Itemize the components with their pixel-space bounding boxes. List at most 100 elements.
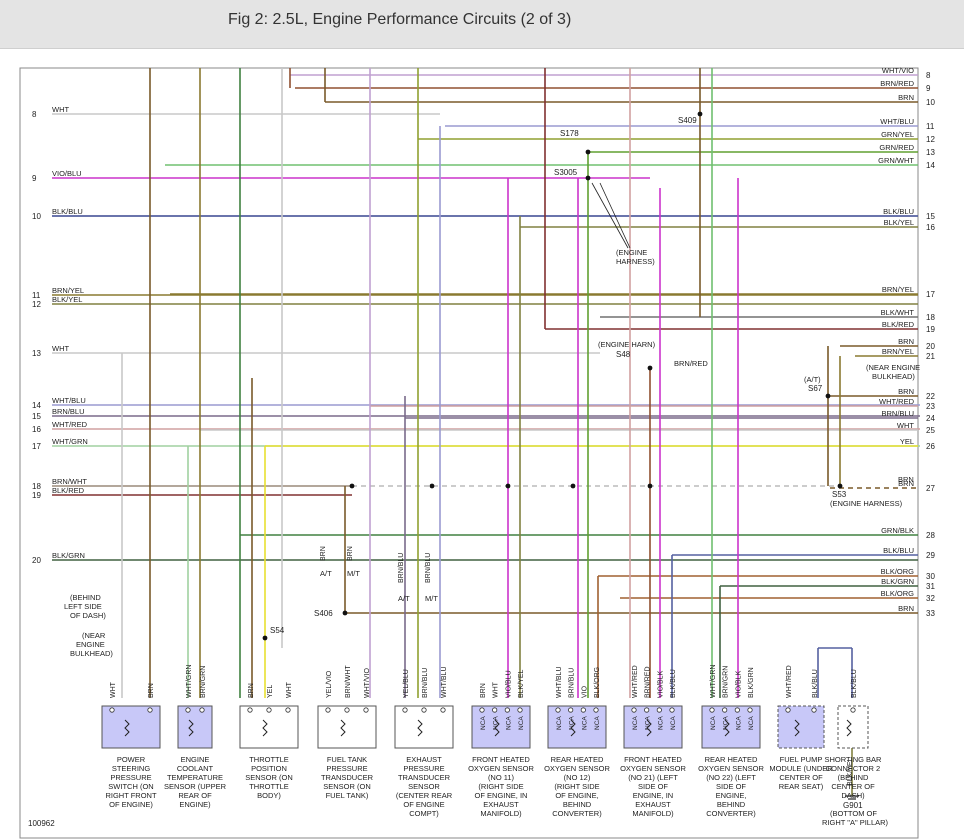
- left-pin-12: 12: [32, 300, 41, 309]
- right-pin-26: 26: [926, 442, 935, 451]
- right-wire-label-32: BLK/ORG: [881, 589, 915, 598]
- component-name-line: (RIGHT SIDE: [554, 782, 599, 791]
- component-name-line: (NO 12): [564, 773, 591, 782]
- right-pin-30: 30: [926, 572, 935, 581]
- left-wire-label-18: BRN/WHT: [52, 477, 87, 486]
- left-wire-label-9: VIO/BLU: [52, 169, 82, 178]
- component-name-line: MANIFOLD): [632, 809, 674, 818]
- component-pin: [479, 707, 485, 713]
- component-name-line: SIDE OF: [638, 782, 668, 791]
- component-wire-label: BLK/BLU: [851, 669, 858, 698]
- component-pin: [811, 707, 817, 713]
- right-wire-label-18: BLK/WHT: [881, 308, 915, 317]
- left-pin-13: 13: [32, 349, 41, 358]
- right-pin-28: 28: [926, 531, 935, 540]
- component-box: [239, 705, 299, 749]
- splice-dot-6: [342, 610, 348, 616]
- component-pin: [709, 707, 715, 713]
- right-pin-32: 32: [926, 594, 935, 603]
- nca-label: NCA: [594, 716, 601, 730]
- component-wire-label: WHT/GRN: [710, 665, 717, 698]
- component-8: WHT/REDNCABRN/REDNCAVIO/BLKNCABLK/BLUNCA…: [620, 665, 686, 818]
- component-name-line: CONNECTOR 2: [826, 764, 880, 773]
- component-pin: [325, 707, 331, 713]
- component-pin: [656, 707, 662, 713]
- harness-pointer-1: [591, 182, 629, 249]
- component-wire-label: VIO: [581, 685, 588, 698]
- left-wire-label-15: BRN/BLU: [52, 407, 85, 416]
- component-symbol: [124, 719, 130, 737]
- right-wire-label-15: BLK/BLU: [883, 207, 914, 216]
- right-pin-27: 27: [926, 484, 935, 493]
- right-wire-label-13: GRN/RED: [879, 143, 914, 152]
- component-9: WHT/GRNNCABRN/GRNNCAVIO/BLKNCABLK/GRNNCA…: [698, 665, 764, 818]
- component-wire-label: WHT/RED: [632, 665, 639, 698]
- nca-label: NCA: [569, 716, 576, 730]
- component-wire-label: BRN: [148, 683, 155, 698]
- component-pin: [555, 707, 561, 713]
- component-name-line: OXYGEN SENSOR: [468, 764, 534, 773]
- figure-header: Fig 2: 2.5L, Engine Performance Circuits…: [0, 0, 964, 49]
- splice-s48-note: (ENGINE HARN): [598, 340, 656, 349]
- splice-dot-12: [647, 483, 653, 489]
- component-pin: [344, 707, 350, 713]
- component-wire-label: BLK/BLU: [670, 669, 677, 698]
- component-name-line: COOLANT: [177, 764, 214, 773]
- component-wire-label: WHT/BLU: [441, 667, 448, 699]
- ept-mt-wire: BRN/BLU: [425, 553, 432, 583]
- component-symbol: [340, 719, 346, 737]
- component-name-line: FRONT HEATED: [624, 755, 682, 764]
- nca-label: NCA: [657, 716, 664, 730]
- component-box: [394, 705, 454, 749]
- component-name-line: ENGINE, IN: [633, 791, 673, 800]
- component-name-line: (NO 11): [488, 773, 515, 782]
- right-pin-21: 21: [926, 352, 935, 361]
- component-wire-label: YEL/BLU: [403, 669, 410, 698]
- right-pin-20: 20: [926, 342, 935, 351]
- component-name-line: ENGINE: [181, 755, 210, 764]
- left-pin-11: 11: [32, 291, 41, 300]
- component-symbol: [494, 719, 500, 737]
- nca-label: NCA: [645, 716, 652, 730]
- ept-mt-label: M/T: [425, 594, 438, 603]
- component-pin: [185, 707, 191, 713]
- right-pin-24: 24: [926, 414, 935, 423]
- component-pin: [669, 707, 675, 713]
- component-pin: [644, 707, 650, 713]
- component-wire-label: VIO/BLK: [657, 670, 664, 698]
- component-symbol: [570, 719, 576, 737]
- nca-label: NCA: [480, 716, 487, 730]
- left-wire-label-20: BLK/GRN: [52, 551, 85, 560]
- left-pin-17: 17: [32, 442, 41, 451]
- right-pin-9: 9: [926, 84, 931, 93]
- right-wire-label-29: BLK/BLU: [883, 546, 914, 555]
- component-wire-label: WHT/BLU: [556, 667, 563, 699]
- splice-s409: S409: [678, 116, 697, 125]
- splice-dot-11: [570, 483, 576, 489]
- splice-dot-7: [262, 635, 268, 641]
- component-pin: [363, 707, 369, 713]
- component-name-line: POSITION: [251, 764, 287, 773]
- component-name-line: OF ENGINE): [109, 800, 153, 809]
- component-wire-label: BRN/WHT: [345, 665, 352, 698]
- nca-label: NCA: [670, 716, 677, 730]
- component-pin: [747, 707, 753, 713]
- left-pin-10: 10: [32, 212, 41, 221]
- component-wire-label: BRN/BLU: [569, 668, 576, 698]
- right-wire-label-23: WHT/RED: [879, 397, 915, 406]
- left-wire-label-19: BLK/RED: [52, 486, 85, 495]
- right-wire-label-11: WHT/BLU: [880, 117, 914, 126]
- component-name-line: FUEL PUMP: [780, 755, 823, 764]
- right-pin-14: 14: [926, 161, 935, 170]
- right-wire-label-20: BRN: [898, 337, 914, 346]
- component-name-line: ENGINE,: [716, 791, 747, 800]
- component-wire-label: WHT: [286, 681, 293, 698]
- component-name-line: BODY): [257, 791, 281, 800]
- right-pin-12: 12: [926, 135, 935, 144]
- splice-dot-2: [585, 175, 591, 181]
